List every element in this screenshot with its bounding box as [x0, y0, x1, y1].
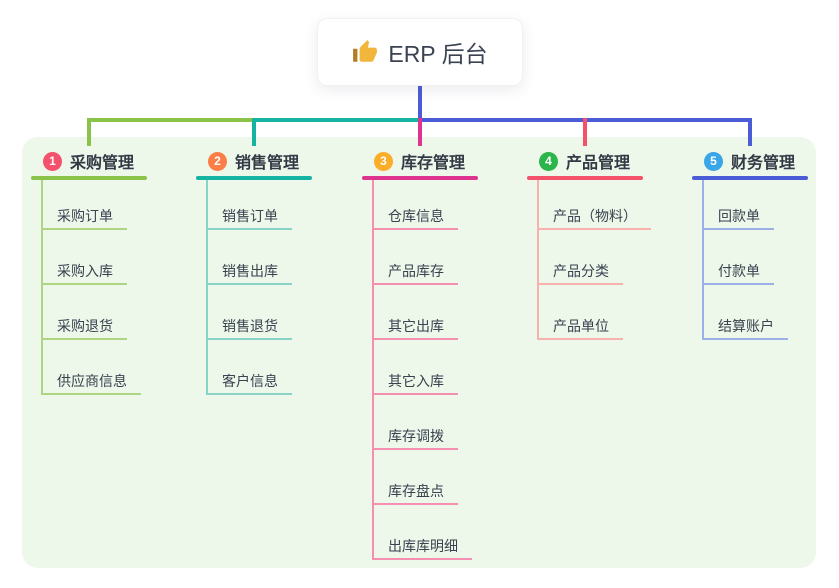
- child-node[interactable]: 销售退货: [206, 316, 292, 340]
- branch-node-5[interactable]: 5 财务管理: [692, 146, 808, 176]
- child-node[interactable]: 销售订单: [206, 206, 292, 230]
- branch-node-3[interactable]: 3 库存管理: [362, 146, 478, 176]
- connector-drop-branch-2: [252, 118, 256, 146]
- branch-badge-number: 2: [214, 153, 221, 168]
- connector-drop-branch-3: [418, 118, 422, 146]
- branch-label-text: 库存管理: [401, 155, 466, 172]
- branch-label-text: 产品管理: [566, 155, 631, 172]
- branch-badge: 3: [374, 151, 393, 171]
- branch-underline-3: [362, 176, 478, 180]
- child-node[interactable]: 其它出库: [372, 316, 458, 340]
- child-node[interactable]: 产品（物料）: [537, 206, 651, 230]
- branch-node-4[interactable]: 4 产品管理: [527, 146, 643, 176]
- branch-badge-number: 3: [380, 153, 387, 168]
- branch-badge-number: 4: [545, 153, 552, 168]
- mindmap-background-panel: [22, 137, 816, 568]
- connector-children-vertical-2: [206, 179, 208, 395]
- branch-badge-number: 1: [49, 153, 56, 168]
- branch-badge: 5: [704, 151, 723, 171]
- connector-drop-branch-1: [87, 118, 91, 146]
- child-node[interactable]: 结算账户: [702, 316, 788, 340]
- bus-segment-green: [87, 118, 254, 122]
- connector-root-vertical: [418, 84, 422, 122]
- connector-children-vertical-5: [702, 179, 704, 340]
- child-node[interactable]: 出库库明细: [372, 536, 472, 560]
- child-node[interactable]: 付款单: [702, 261, 774, 285]
- child-node[interactable]: 产品分类: [537, 261, 623, 285]
- connector-children-vertical-3: [372, 179, 374, 560]
- connector-drop-branch-4: [583, 118, 587, 146]
- branch-underline-4: [527, 176, 643, 180]
- child-node[interactable]: 其它入库: [372, 371, 458, 395]
- child-node[interactable]: 产品库存: [372, 261, 458, 285]
- child-node[interactable]: 库存盘点: [372, 481, 458, 505]
- root-node[interactable]: ERP 后台: [317, 18, 523, 86]
- branch-badge: 2: [208, 151, 227, 171]
- child-node[interactable]: 产品单位: [537, 316, 623, 340]
- branch-underline-1: [31, 176, 147, 180]
- branch-badge: 1: [43, 151, 62, 171]
- child-node[interactable]: 采购退货: [41, 316, 127, 340]
- branch-node-1[interactable]: 1 采购管理: [31, 146, 147, 176]
- branch-label-text: 采购管理: [70, 155, 135, 172]
- child-node[interactable]: 供应商信息: [41, 371, 141, 395]
- branch-label-text: 销售管理: [235, 155, 300, 172]
- bus-segment-teal: [254, 118, 420, 122]
- branch-badge: 4: [539, 151, 558, 171]
- branch-badge-number: 5: [710, 153, 717, 168]
- child-node[interactable]: 客户信息: [206, 371, 292, 395]
- child-node[interactable]: 仓库信息: [372, 206, 458, 230]
- child-node[interactable]: 采购订单: [41, 206, 127, 230]
- child-node[interactable]: 回款单: [702, 206, 774, 230]
- connector-children-vertical-4: [537, 179, 539, 340]
- thumbs-up-icon: [353, 40, 378, 62]
- connector-drop-branch-5: [748, 118, 752, 146]
- connector-children-vertical-1: [41, 179, 43, 395]
- branch-node-2[interactable]: 2 销售管理: [196, 146, 312, 176]
- root-node-title: ERP 后台: [388, 41, 488, 67]
- branch-underline-2: [196, 176, 312, 180]
- child-node[interactable]: 库存调拨: [372, 426, 458, 450]
- child-node[interactable]: 采购入库: [41, 261, 127, 285]
- branch-underline-5: [692, 176, 808, 180]
- child-node[interactable]: 销售出库: [206, 261, 292, 285]
- branch-label-text: 财务管理: [731, 155, 796, 172]
